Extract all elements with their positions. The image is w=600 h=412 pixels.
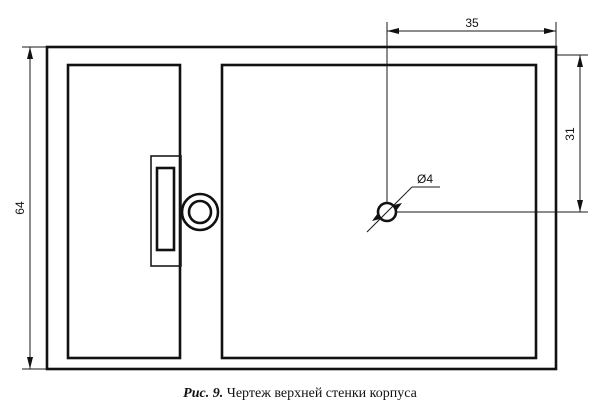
led-hole-outer-ring [180,192,220,232]
left-compartment [66,63,182,360]
panel-outline [45,45,558,371]
hole-diameter-label: Ø4 [417,172,433,186]
right-dim-label: 31 [563,127,577,141]
top-dim-arrow-left [387,28,399,34]
outer-frame [45,45,558,371]
figure-caption-text: Чертеж верхней стенки корпуса [226,386,417,401]
right-dim-arrow-bottom [577,200,583,212]
left-dim-arrow-top [27,47,33,59]
left-dim-arrow-bottom [27,357,33,369]
left-dimension: 64 [13,46,47,370]
top-dimension: 35 [386,16,557,203]
switch-inner-slot [155,166,176,252]
hole-arrow-lower [372,213,380,221]
hole-arrow-upper [394,203,402,211]
left-dim-label: 64 [13,201,27,215]
hole-leader-line [366,191,408,233]
top-dim-label: 35 [465,16,479,30]
led-hole-inner-ring [187,199,213,225]
figure-caption: Рис. 9. Чертеж верхней стенки корпуса [0,386,600,402]
top-dim-arrow-right [544,28,556,34]
left-compartment-outline [66,63,182,360]
switch-cutout [150,155,182,267]
led-hole [180,192,220,232]
mounting-hole: Ø4 [366,172,440,233]
right-dim-arrow-top [577,55,583,67]
figure-label: Рис. 9. [183,386,224,401]
right-dimension: 31 [396,54,588,213]
